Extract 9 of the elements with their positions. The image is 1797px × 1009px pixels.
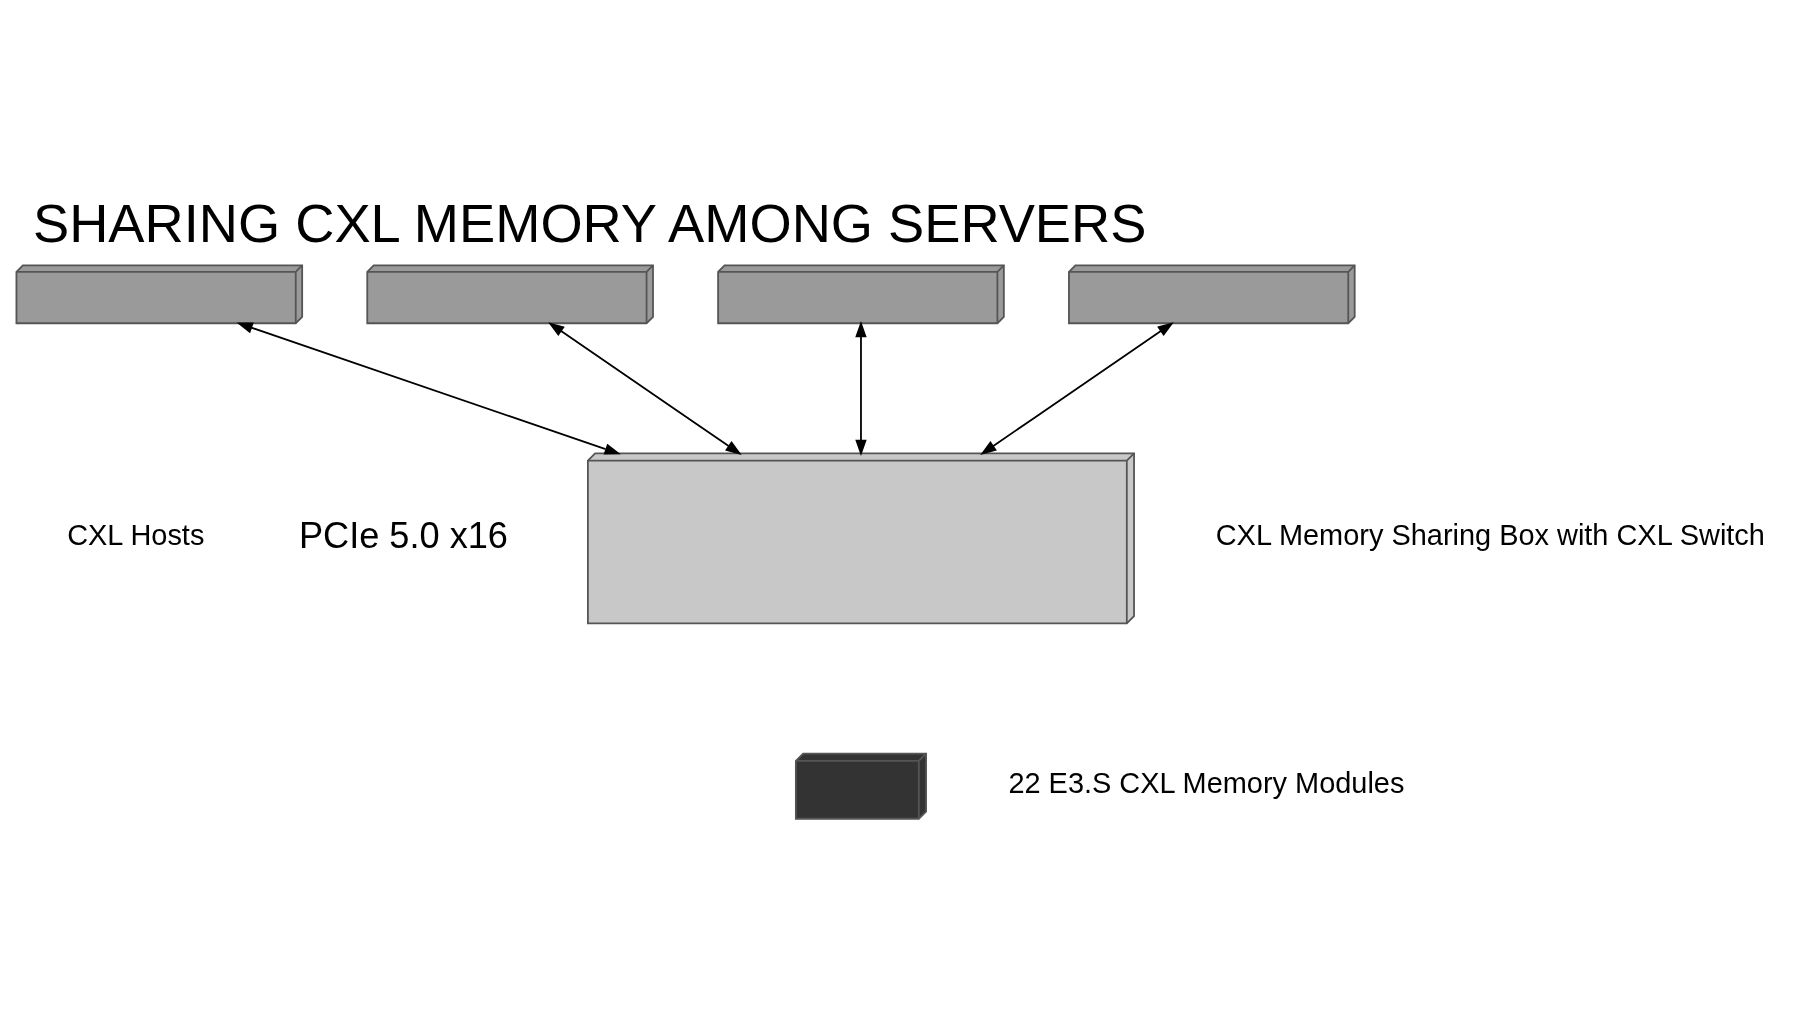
arrow <box>236 322 621 454</box>
arrow <box>855 320 867 456</box>
arrow <box>980 321 1174 455</box>
label: PCIe 5.0 x16 <box>298 514 508 555</box>
label: CXL Hosts <box>67 518 205 551</box>
node-label: CXL Memory Sharing Box with CXL Switch <box>1215 518 1765 551</box>
node-label: 22 E3.S CXL Memory Modules <box>1008 766 1405 799</box>
diagram-title: SHARING CXL MEMORY AMONG SERVERS <box>33 192 1147 253</box>
arrow <box>548 321 742 455</box>
